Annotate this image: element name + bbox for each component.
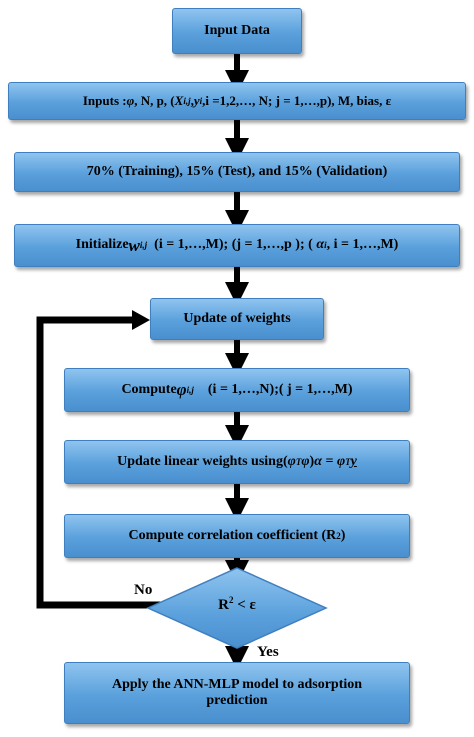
computephi-phi-sub: i,j [186, 384, 194, 395]
inputs-x: X [174, 92, 184, 108]
corr-sup: 2 [336, 530, 341, 541]
init-range1: (i = 1,…,M); (j = 1,…,p ); ( [147, 237, 317, 253]
linear-phi1: φ [287, 453, 296, 469]
decision-label: R2 < ε [178, 595, 296, 614]
decision-rest: < ε [233, 597, 256, 613]
linear-sup-t1: T [295, 456, 302, 467]
step-data-split-label: 70% (Training), 15% (Test), and 15% (Val… [86, 163, 388, 179]
inputs-comma: , [190, 92, 194, 108]
decision-r: R [218, 597, 229, 613]
inputs-phi: φ [126, 92, 135, 108]
inputs-y-sub: i [199, 95, 203, 106]
step-data-split: 70% (Training), 15% (Test), and 15% (Val… [14, 152, 460, 192]
init-w-sub: i,j [139, 240, 148, 251]
linear-sup-t2: T [345, 456, 351, 467]
init-range2: , i = 1,…,M) [326, 237, 399, 253]
decision-sup: 2 [228, 595, 234, 605]
feedback-loop-arrowhead [132, 310, 150, 330]
branch-label-yes: Yes [257, 644, 279, 660]
step-input-data: Input Data [172, 8, 302, 54]
computephi-range: (i = 1,…,N);( j = 1,…,M) [193, 381, 353, 397]
linear-y: y [350, 453, 357, 469]
inputs-prefix: Inputs : [82, 92, 127, 108]
step-apply-model-label: Apply the ANN-MLP model to adsorption pr… [111, 676, 363, 708]
linear-alpha: α [314, 453, 322, 469]
linear-close: ) [309, 453, 315, 469]
inputs-y: y [193, 92, 200, 108]
computephi-prefix: Compute [121, 381, 177, 397]
init-w: w [128, 235, 140, 255]
inputs-range: ,i =1,2,…, N; j = 1,…,p), M, bias, ε [202, 92, 392, 108]
init-alpha-sub: i [324, 240, 327, 251]
step-input-data-label: Input Data [204, 22, 270, 38]
feedback-loop-line [36, 316, 163, 609]
step-apply-model: Apply the ANN-MLP model to adsorption pr… [64, 662, 410, 724]
init-prefix: Initialize [75, 237, 129, 253]
linear-equals: = [321, 453, 337, 469]
inputs-x-sub: i,j [183, 95, 191, 106]
corr-close: ) [340, 527, 346, 543]
linear-prefix: Update linear weights using [117, 453, 283, 469]
branch-label-no: No [134, 582, 153, 598]
step-update-weights: Update of weights [150, 298, 324, 340]
inputs-middle: , N, p, ( [134, 92, 175, 108]
computephi-phi: φ [176, 380, 187, 400]
step-update-weights-label: Update of weights [183, 310, 291, 326]
linear-phi3: φ [336, 453, 346, 469]
decision-diamond [146, 567, 328, 649]
linear-open: ( [282, 453, 288, 469]
corr-text: Compute correlation coefficient (R [128, 527, 337, 543]
init-alpha: α [316, 237, 325, 253]
linear-phi2: φ [301, 453, 310, 469]
